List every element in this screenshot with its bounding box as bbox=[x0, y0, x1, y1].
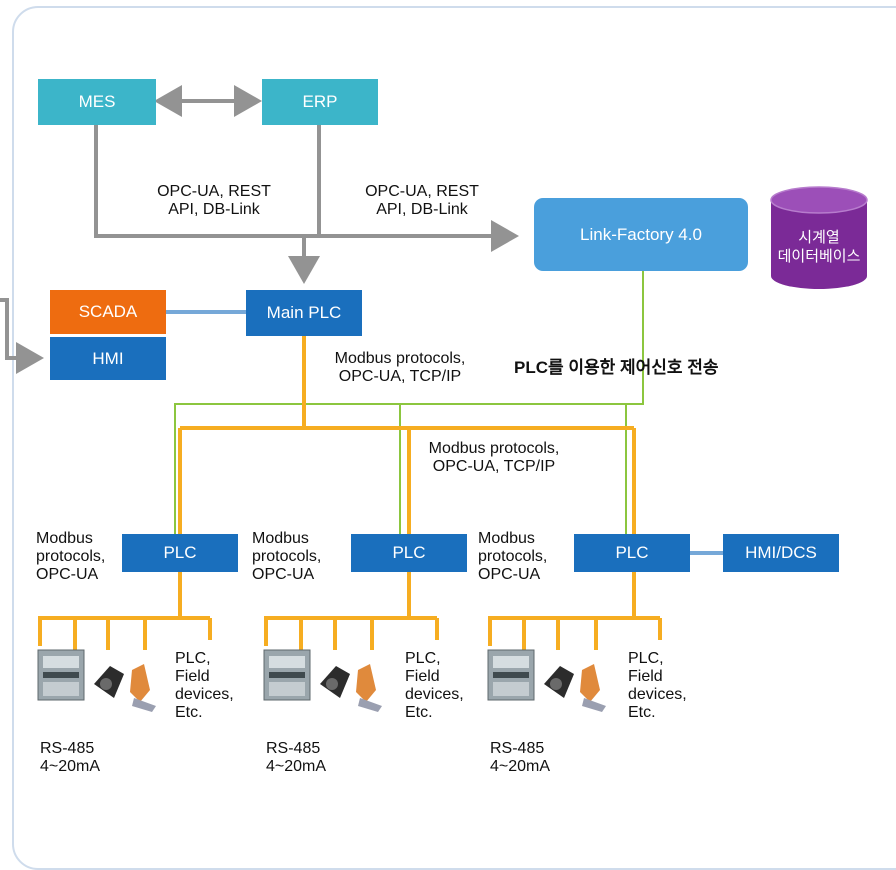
control-signal-label: PLC를 이용한 제어신호 전송 bbox=[514, 358, 719, 377]
left-edge-line bbox=[0, 298, 44, 374]
hmi-box[interactable]: HMI bbox=[50, 337, 166, 380]
rs485-label-middle: RS-485 4~20mA bbox=[266, 740, 327, 775]
mes-down-line bbox=[94, 125, 519, 252]
erp-box[interactable]: ERP bbox=[262, 79, 378, 125]
time-series-database-icon bbox=[770, 186, 868, 289]
main-plc-box[interactable]: Main PLC bbox=[246, 290, 362, 336]
hmi-dcs-box[interactable]: HMI/DCS bbox=[723, 534, 839, 572]
plc-middle-box[interactable]: PLC bbox=[351, 534, 467, 572]
plc-left-protocols-label: Modbus protocols, OPC-UA bbox=[36, 530, 106, 583]
mes-box[interactable]: MES bbox=[38, 79, 156, 125]
main-plc-protocols-label: Modbus protocols, OPC-UA, TCP/IP bbox=[334, 350, 466, 385]
orange-bus-lines bbox=[38, 336, 662, 656]
plc-right-protocols-label: Modbus protocols, OPC-UA bbox=[478, 530, 548, 583]
bus-protocols-label: Modbus protocols, OPC-UA, TCP/IP bbox=[428, 440, 560, 475]
plc-left-box[interactable]: PLC bbox=[122, 534, 238, 572]
connection-lines bbox=[0, 85, 724, 656]
scada-box[interactable]: SCADA bbox=[50, 290, 166, 334]
field-device-cluster-icon-left bbox=[37, 649, 156, 712]
field-devices-label-right: PLC, Field devices, Etc. bbox=[628, 650, 687, 721]
plc-middle-protocols-label: Modbus protocols, OPC-UA bbox=[252, 530, 322, 583]
rs485-label-left: RS-485 4~20mA bbox=[40, 740, 101, 775]
diagram-frame bbox=[12, 6, 896, 870]
database-label: 시계열 데이터베이스 bbox=[777, 229, 861, 265]
field-device-cluster-icon-middle bbox=[263, 649, 382, 712]
field-devices-label-left: PLC, Field devices, Etc. bbox=[175, 650, 234, 721]
link-factory-box[interactable]: Link-Factory 4.0 bbox=[534, 198, 748, 271]
api-label-right: OPC-UA, REST API, DB-Link bbox=[365, 183, 479, 218]
api-label-left: OPC-UA, REST API, DB-Link bbox=[157, 183, 271, 218]
rs485-label-right: RS-485 4~20mA bbox=[490, 740, 551, 775]
field-device-cluster-icon-right bbox=[487, 649, 606, 712]
plc-right-box[interactable]: PLC bbox=[574, 534, 690, 572]
field-devices-label-middle: PLC, Field devices, Etc. bbox=[405, 650, 464, 721]
